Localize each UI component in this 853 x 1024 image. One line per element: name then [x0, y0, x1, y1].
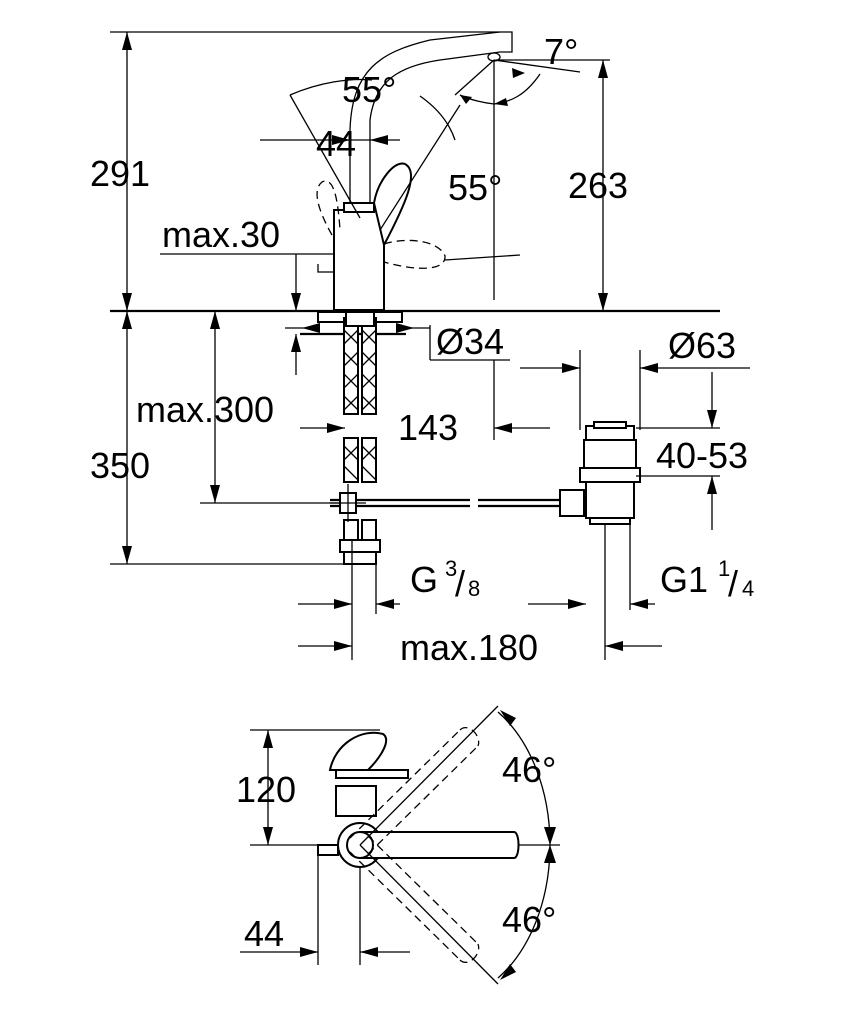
dim-max300-label: max.300: [136, 389, 274, 430]
angle-guide-right: [379, 104, 461, 231]
svg-text:G1: G1: [660, 559, 708, 600]
dim-max180-label: max.180: [400, 627, 538, 668]
dim-263-label: 263: [568, 165, 628, 206]
dim-350-label: 350: [90, 445, 150, 486]
supply-hoses: [339, 311, 381, 565]
svg-text:/: /: [728, 563, 738, 604]
dim-44-top-label: 44: [316, 123, 356, 164]
dim-40-53-label: 40-53: [656, 435, 748, 476]
dim-46deg-bottom-label: 46°: [502, 899, 556, 940]
dim-55deg-top-label: 55°: [342, 69, 396, 110]
svg-text:/: /: [455, 563, 465, 604]
dim-7deg-label: 7°: [544, 31, 578, 72]
top-view: 120 46° 46° 44: [236, 705, 560, 985]
dim-46deg-top-label: 46°: [502, 749, 556, 790]
handle-ghost-left: [316, 180, 341, 236]
thread-g114-label: G1 1 / 4: [660, 556, 754, 604]
dim-120-label: 120: [236, 769, 296, 810]
svg-text:3: 3: [445, 556, 457, 581]
thread-g38-label: G 3 / 8: [410, 556, 480, 604]
dim-55deg-right-label: 55°: [448, 167, 502, 208]
dim-d34-label: Ø34: [436, 321, 504, 362]
svg-text:1: 1: [718, 556, 730, 581]
dim-291-label: 291: [90, 153, 150, 194]
top-handle: [328, 731, 388, 771]
dim-d63-label: Ø63: [668, 325, 736, 366]
pop-up-waste: [559, 421, 641, 660]
dim-143-label: 143: [398, 407, 458, 448]
dim-max30-label: max.30: [162, 214, 280, 255]
pull-rod: [330, 484, 560, 522]
dim-44-bottom-label: 44: [244, 913, 284, 954]
handle-ghost-right: [383, 239, 446, 269]
svg-text:G: G: [410, 559, 438, 600]
angle-guide-left: [289, 94, 361, 219]
svg-text:4: 4: [742, 576, 754, 601]
side-view: 291 263 max.30 7° 55° 55° 44 Ø34 Ø63 max…: [90, 31, 754, 668]
svg-text:8: 8: [468, 576, 480, 601]
